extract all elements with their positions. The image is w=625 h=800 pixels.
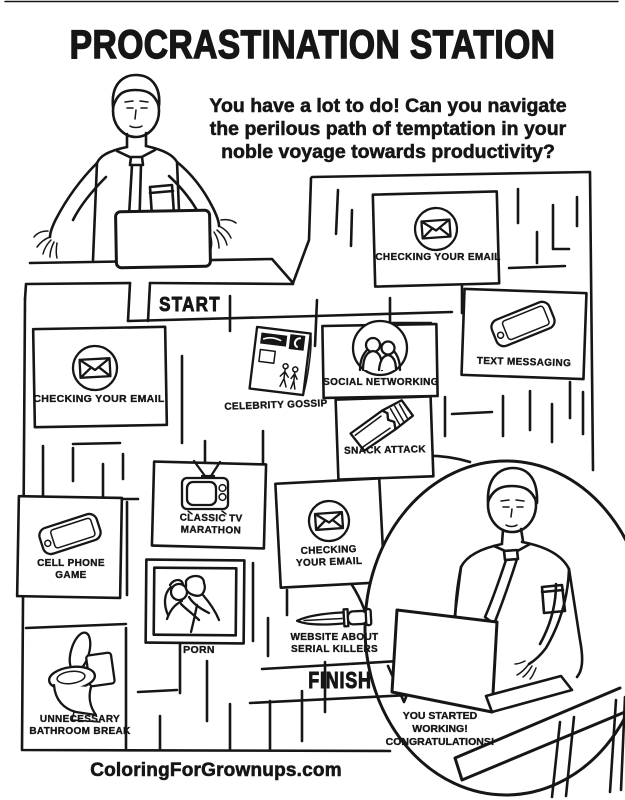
station-label-bathroom: UNNECESSARY BATHROOM BREAK bbox=[29, 714, 131, 737]
envelope-icon bbox=[307, 499, 351, 543]
desk bbox=[453, 686, 625, 799]
station-label-checking-email-left: CHECKING YOUR EMAIL bbox=[33, 393, 165, 405]
station-label-serial-killers: WEBSITE ABOUT SERIAL KILLERS bbox=[290, 632, 379, 655]
station-label-social-networking: SOCIAL NETWORKING bbox=[323, 377, 439, 388]
envelope-icon bbox=[71, 344, 119, 392]
ending-text: YOU STARTED WORKING! CONGRATULATIONS! bbox=[375, 710, 505, 749]
intro-line: the perilous path of temptation in your bbox=[209, 118, 567, 141]
framed-couple-icon bbox=[163, 574, 221, 634]
finish-label: FINISH bbox=[308, 666, 372, 693]
station-label-snack-attack: SNACK ATTACK bbox=[343, 444, 426, 457]
station-label-checking-email-middle: CHECKING YOUR EMAIL bbox=[295, 544, 363, 570]
ending-line: YOU STARTED WORKING! bbox=[402, 710, 478, 735]
two-people-in-circle-icon bbox=[351, 319, 409, 377]
laptop-icon bbox=[114, 208, 212, 270]
ending-line: CONGRATULATIONS! bbox=[385, 736, 495, 748]
gossip-magazine-icon bbox=[248, 325, 312, 397]
site-url: ColoringForGrownups.com bbox=[90, 760, 342, 782]
smartphone-icon bbox=[38, 512, 102, 556]
working-man-illustration bbox=[449, 466, 584, 681]
smartphone-icon bbox=[490, 300, 556, 348]
knife-icon bbox=[295, 607, 373, 628]
station-label-checking-email-top: CHECKING YOUR EMAIL bbox=[375, 252, 501, 263]
station-label-cell-phone-game: CELL PHONE GAME bbox=[37, 558, 105, 581]
page-title: PROCRASTINATION STATION bbox=[69, 22, 556, 67]
standing-man-illustration bbox=[33, 73, 237, 262]
retro-tv-icon bbox=[180, 459, 230, 515]
intro-text: You have a lot to do! Can you navigate t… bbox=[168, 95, 608, 164]
porn-picture-frame bbox=[144, 558, 246, 645]
standing-desk bbox=[23, 257, 295, 323]
toilet-icon bbox=[47, 631, 116, 723]
station-label-porn: PORN bbox=[183, 644, 215, 656]
typing-hand bbox=[514, 567, 571, 680]
intro-line: You have a lot to do! Can you navigate bbox=[209, 95, 567, 118]
start-label: START bbox=[159, 294, 221, 317]
laptop-icon bbox=[390, 608, 574, 714]
station-label-classic-tv: CLASSIC TV MARATHON bbox=[179, 512, 243, 537]
candy-bar-icon bbox=[349, 399, 415, 453]
intro-line: noble voyage towards productivity? bbox=[221, 141, 555, 164]
envelope-icon bbox=[413, 206, 459, 252]
